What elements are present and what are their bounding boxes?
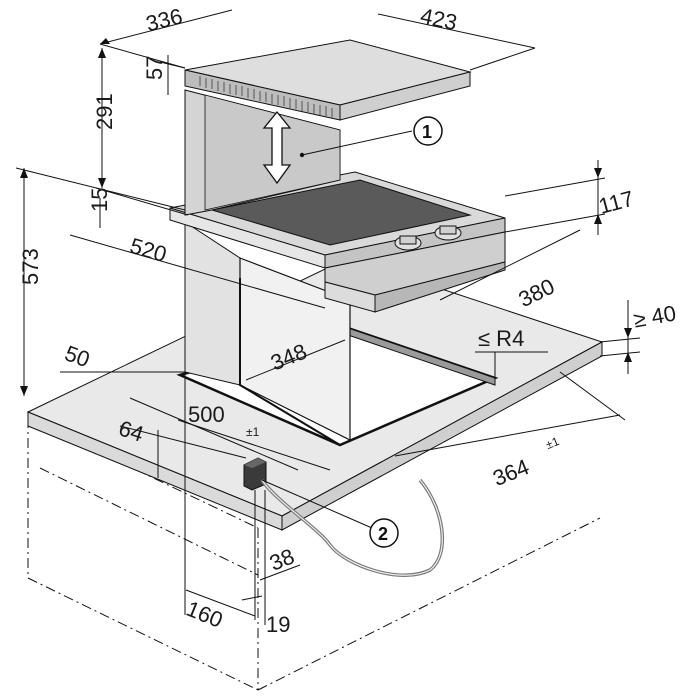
connection-box — [243, 457, 267, 491]
dim-40: ≥ 40 — [632, 300, 678, 332]
callout-2: 2 — [369, 518, 399, 548]
dimension-arrows — [20, 38, 632, 396]
dim-573: 573 — [18, 248, 43, 285]
lift-arrow-icon — [262, 110, 292, 185]
control-knob — [434, 225, 462, 241]
dim-520: 520 — [127, 233, 169, 267]
dim-500-tolerance: ±1 — [246, 425, 260, 439]
callout-2-label: 2 — [378, 524, 388, 544]
dim-336: 336 — [143, 3, 185, 36]
dim-291: 291 — [92, 93, 117, 130]
callout-1-label: 1 — [422, 122, 432, 142]
dim-38: 38 — [266, 543, 298, 575]
dim-r4: ≤ R4 — [478, 326, 524, 351]
dim-19: 19 — [266, 612, 290, 637]
dim-57: 57 — [142, 56, 167, 80]
dim-364: 364 — [489, 454, 532, 491]
appliance-body — [169, 39, 506, 446]
dim-500: 500 — [188, 402, 225, 427]
dim-160: 160 — [183, 596, 226, 633]
callout-1: 1 — [413, 116, 443, 146]
dim-50: 50 — [62, 340, 94, 372]
vent-slots — [199, 76, 333, 118]
dim-380: 380 — [514, 274, 558, 313]
ceramic-glass-top — [211, 179, 472, 246]
dim-15: 15 — [87, 188, 112, 212]
dim-423: 423 — [418, 3, 459, 35]
dim-117: 117 — [596, 186, 636, 219]
dimension-lines — [15, 9, 641, 625]
control-knob — [394, 235, 422, 251]
dim-364-tolerance: ±1 — [544, 434, 562, 452]
